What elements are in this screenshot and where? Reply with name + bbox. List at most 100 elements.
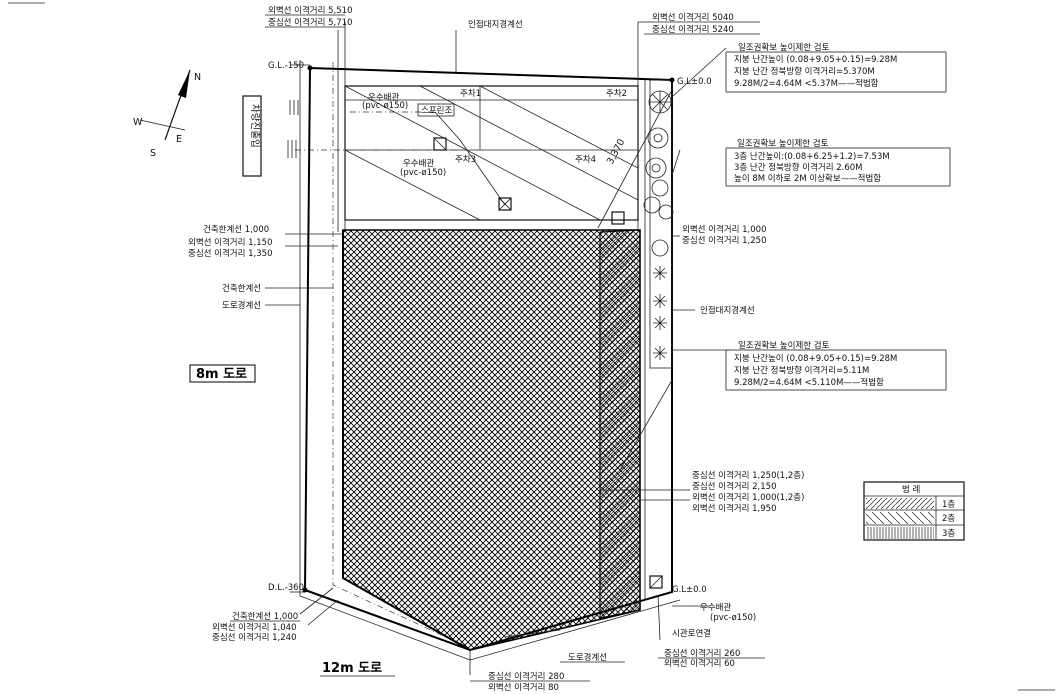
label-ow-60: 외벽선 이격거리 60 [664,658,735,669]
road-boundary-line [299,60,681,661]
label-ow-1040: 외벽선 이격거리 1,040 [212,622,296,633]
note2-line3: 높이 8M 이하로 2M 이상확보——적법함 [734,173,881,184]
building-west-wall [342,230,471,651]
label-parking3: 주차3 [455,155,476,165]
label-cl-top-right: 중심선 이격거리 5240 [652,24,734,35]
label-rain-pipe-a: 우수배관 [368,92,399,103]
legend-item-1: 1층 [942,500,955,510]
note-box-2: 일조권확보 높이제한 검토 3층 난간높이:(0.08+6.25+1.2)=7.… [725,138,951,187]
label-adjacent-top: 인접대지경계선 [468,19,523,30]
building-limit-line [332,62,471,649]
label-ow-top-right: 외벽선 이격거리 5040 [652,12,734,23]
note1-line2: 지붕 난간 정북방향 이격거리=5.370M [734,66,875,77]
label-sewer-connect: 시관로연결 [672,628,711,639]
compass-n: N [194,72,201,83]
landscape-trees [643,79,674,369]
label-bldg-line-1000-top: 건축한계선 1,000 [203,224,269,235]
note3-title: 일조권확보 높이제한 검토 [738,340,830,351]
entry-arrows [287,100,299,158]
note2-line1: 3층 난간높이:(0.08+6.25+1.2)=7.53M [734,151,890,162]
parking-diagonal-b [419,85,639,201]
legend-title: 범 례 [902,484,920,495]
label-cl-1350: 중심선 이격거리 1,350 [188,248,272,259]
note-box-1: 일조권확보 높이제한 검토 지붕 난간높이 (0.08+9.05+0.15)=9… [725,42,947,93]
vehicle-entry-box [242,95,262,177]
road-12m-label: 12m 도로 [322,661,382,676]
note2-line2: 3층 난간 정북방향 이격거리 2.60M [734,162,863,173]
label-ow-right-1000: 외벽선 이격거리 1,000 [682,224,766,235]
label-rain-pipe-b: 우수배관 [403,158,434,169]
note1-line3: 9.28M/2=4.64M <5.37M——적법함 [734,78,879,89]
drain-box-1 [433,137,447,151]
building-footprint [342,229,641,651]
note-box-3: 일조권확보 높이제한 검토 지붕 난간높이 (0.08+9.05+0.15)=9… [725,340,947,391]
label-dim-3370: 3,370 [605,137,627,166]
label-sprinkler: 스프린조 [421,105,452,116]
label-ow-top-left: 외벽선 이격거리 5,510 [268,5,352,16]
label-rain-pipe-c-spec: (pvc-ø150) [710,613,756,623]
note1-title: 일조권확보 높이제한 검토 [738,42,830,53]
rain-pipe-branch [434,111,506,206]
road-8m-box [189,364,256,383]
label-cl-1250-12: 중심선 이격거리 1,250(1,2층) [692,470,804,481]
label-bldg-line-1000-bot: 건축한계선 1,000 [232,611,298,622]
dimension-line-3370 [597,89,673,229]
label-bldg-line: 건축한계선 [222,283,261,294]
parking-diagonal-a [344,85,601,221]
label-cl-right-1250: 중심선 이격거리 1,250 [682,235,766,246]
label-adjacent-right: 인접대지경계선 [700,305,755,316]
road-8m-label: 8m 도로 [196,367,247,382]
compass-s: S [150,148,156,159]
label-ow-1000-12: 외벽선 이격거리 1,000(1,2층) [692,492,804,503]
drain-box-2 [498,197,512,211]
label-ow-1150: 외벽선 이격거리 1,150 [188,237,272,248]
legend-item-2: 2층 [942,514,955,524]
note3-line1: 지붕 난간높이 (0.08+9.05+0.15)=9.28M [734,353,897,364]
parking-diagonal-d [479,85,639,169]
legend-swatch-3 [866,527,934,539]
label-rain-pipe-a-spec: (pvc-ø150) [362,101,408,111]
legend-item-3: 3층 [942,529,955,539]
legend-swatch-1 [866,498,934,509]
label-gl-pm0-bottom: G.L±0.0 [672,585,707,595]
note1-line1: 지붕 난간높이 (0.08+9.05+0.15)=9.28M [734,54,897,65]
label-parking1: 주차1 [460,89,481,99]
label-gl-pm0: G.L±0.0 [677,77,712,87]
label-parking4: 주차4 [575,155,596,165]
dimension-line-lower [619,379,673,471]
label-ow-80: 외벽선 이격거리 80 [488,682,559,693]
drain-box-4 [649,575,663,589]
note3-line2: 지붕 난간 정북방향 이격거리=5.11M [734,365,869,376]
building-floor-band [599,229,641,619]
gl-marker-left [307,65,313,71]
note3-line3: 9.28M/2=4.64M <5.110M——적법함 [734,377,884,388]
note2-title: 일조권확보 높이제한 검토 [737,138,829,149]
label-cl-260: 중심선 이격거리 260 [664,648,740,659]
label-parking2: 주차2 [606,89,627,99]
label-rain-pipe-c: 우수배관 [700,602,731,613]
label-cl-1240: 중심선 이격거리 1,240 [212,632,296,643]
parking-diagonal-c [344,149,481,221]
label-road-line: 도로경계선 [222,300,261,311]
dl-marker [302,587,308,593]
label-rain-pipe-b-spec: (pvc-ø150) [400,168,446,178]
gl-marker-right [669,77,675,83]
label-cl-top-left: 중심선 이격거리 5,710 [268,17,352,28]
label-road-line-bot: 도로경계선 [568,652,607,663]
label-gl-minus150: G.L.-150 [268,61,304,71]
compass-e: E [176,134,182,145]
label-ow-1950: 외벽선 이격거리 1,950 [692,503,776,514]
compass-w: W [133,117,143,128]
leader-lines [265,47,730,675]
vehicle-entry-label: 차량진출입 [249,104,261,148]
label-cl-280: 중심선 이격거리 280 [488,671,564,682]
sprinkler-tag [417,103,455,117]
drain-box-3 [611,211,625,225]
label-cl-2150: 중심선 이격거리 2,150 [692,481,776,492]
legend-swatch-2 [866,512,934,524]
compass: N E S W [133,69,201,159]
legend: 범 례 1층 2층 3층 [863,481,965,541]
label-dl-minus360: D.L.-360 [268,583,304,593]
